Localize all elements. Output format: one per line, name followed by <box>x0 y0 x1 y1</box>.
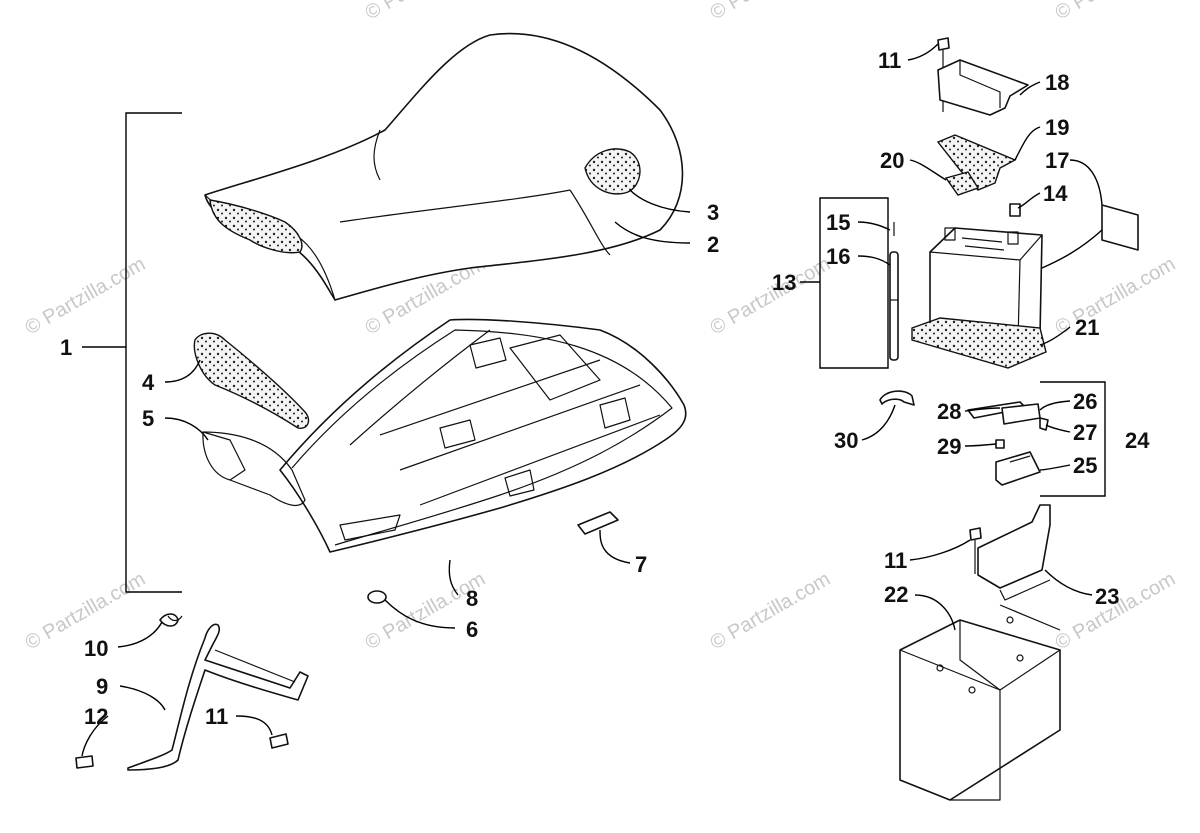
callout-11-box: 11 <box>884 548 907 573</box>
fuse-holder-drawing <box>967 401 1049 486</box>
battery-box-drawing <box>899 504 1061 801</box>
callout-6: 6 <box>466 617 478 642</box>
bracket-plate-drawing <box>577 511 619 535</box>
seat-cover-drawing <box>204 32 684 301</box>
watermark-text: © Partzilla.com <box>22 253 150 339</box>
callout-8: 8 <box>466 586 478 611</box>
callout-9: 9 <box>96 674 108 699</box>
callout-7: 7 <box>635 552 647 577</box>
seat-foam-strip-drawing <box>193 332 310 429</box>
callout-25: 25 <box>1073 453 1097 478</box>
battery-hold-down-drawing <box>936 37 1029 196</box>
watermark-text: © Partzilla.com <box>362 0 490 24</box>
watermark-text: © Partzilla.com <box>1052 0 1180 24</box>
callout-12: 12 <box>84 704 108 729</box>
callout-14: 14 <box>1043 181 1068 206</box>
callout-11-latch: 11 <box>205 704 228 729</box>
callout-5: 5 <box>142 406 154 431</box>
callout-20: 20 <box>880 148 904 173</box>
callout-labels: 1 2 3 4 5 6 7 8 9 10 11 11 11 12 13 14 1… <box>60 48 1150 729</box>
callout-19: 19 <box>1045 115 1069 140</box>
group-bracket-24 <box>1040 381 1106 497</box>
watermark-text: © Partzilla.com <box>707 0 835 24</box>
grommet-drawing <box>367 590 387 604</box>
vent-tube-drawing <box>879 222 915 406</box>
seat-latch-drawing <box>75 613 309 771</box>
leader-lines <box>81 43 1103 757</box>
callout-30: 30 <box>834 428 858 453</box>
callout-23: 23 <box>1095 584 1119 609</box>
callout-29: 29 <box>937 434 961 459</box>
seat-pan-drawing <box>202 318 687 553</box>
callout-2: 2 <box>707 232 719 257</box>
callout-18: 18 <box>1045 70 1069 95</box>
callout-15: 15 <box>826 210 850 235</box>
callout-11-holddown: 11 <box>878 48 901 73</box>
callout-22: 22 <box>884 582 908 607</box>
callout-10: 10 <box>84 636 108 661</box>
callout-16: 16 <box>826 244 850 269</box>
callout-17: 17 <box>1045 148 1069 173</box>
callout-26: 26 <box>1073 389 1097 414</box>
watermark-text: © Partzilla.com <box>1052 568 1180 654</box>
watermark-text: © Partzilla.com <box>1052 253 1180 339</box>
group-bracket-13 <box>819 197 889 369</box>
callout-4: 4 <box>142 370 155 395</box>
callout-27: 27 <box>1073 420 1097 445</box>
watermark-text: © Partzilla.com <box>707 253 835 339</box>
callout-13: 13 <box>772 270 796 295</box>
watermark-text: © Partzilla.com <box>707 568 835 654</box>
callout-21: 21 <box>1075 315 1099 340</box>
group-bracket-1 <box>125 112 182 593</box>
callout-3: 3 <box>707 200 719 225</box>
callout-1: 1 <box>60 335 72 360</box>
callout-28: 28 <box>937 399 961 424</box>
callout-24: 24 <box>1125 428 1150 453</box>
battery-drawing <box>911 203 1139 369</box>
